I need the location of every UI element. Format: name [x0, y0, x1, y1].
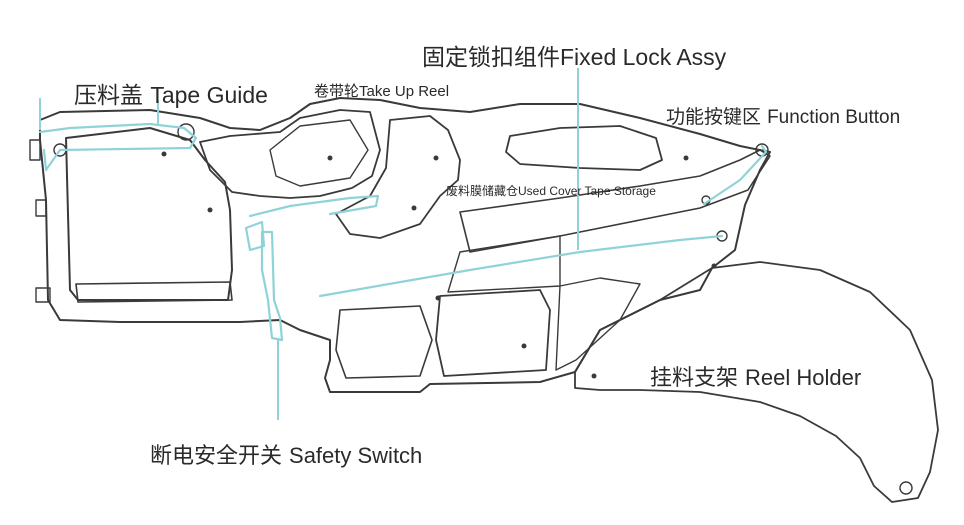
take-up-reel-highlight — [248, 194, 380, 218]
label-safety-switch-zh: 断电安全开关 — [150, 444, 283, 469]
safety-switch-highlight — [260, 230, 284, 342]
right-rail — [459, 149, 771, 253]
feeder-body-outline — [39, 97, 771, 393]
label-fixed-lock-assy-en: Fixed Lock Assy — [560, 44, 727, 70]
label-function-button: 功能按键区 Function Button — [666, 102, 900, 129]
function-button-highlight — [702, 144, 768, 206]
label-used-cover-tape-storage: 废料膜储藏仓Used Cover Tape Storage — [446, 182, 656, 199]
label-take-up-reel: 卷带轮Take Up Reel — [314, 80, 449, 101]
label-reel-holder-zh: 挂料支架 — [650, 366, 739, 391]
label-used-cover-tape-storage-zh: 废料膜储藏仓 — [446, 184, 519, 198]
label-take-up-reel-zh: 卷带轮 — [314, 82, 360, 100]
label-fixed-lock-assy: 固定锁扣组件Fixed Lock Assy — [422, 38, 726, 72]
fixed-lock-window — [505, 125, 663, 171]
label-take-up-reel-en: Take Up Reel — [359, 83, 450, 100]
label-tape-guide-en: Tape Guide — [150, 82, 268, 108]
left-housing — [65, 127, 233, 301]
reel-holder-outline — [574, 261, 939, 503]
central-cavity — [335, 115, 461, 239]
label-reel-holder: 挂料支架 Reel Holder — [650, 360, 861, 392]
label-safety-switch-en: Safety Switch — [289, 443, 423, 468]
label-used-cover-tape-storage-en: Used Cover Tape Storage — [518, 184, 656, 198]
label-fixed-lock-assy-zh: 固定锁扣组件 — [422, 45, 560, 71]
take-up-reel-cavity — [199, 109, 381, 199]
label-function-button-zh: 功能按键区 — [666, 106, 762, 128]
feed-tape-line — [318, 234, 724, 298]
label-tape-guide-zh: 压料盖 — [74, 83, 143, 109]
tape-guide-highlight — [38, 122, 198, 172]
label-safety-switch: 断电安全开关 Safety Switch — [150, 438, 422, 470]
label-function-button-en: Function Button — [767, 107, 901, 128]
used-cover-tape-storage-box — [435, 289, 551, 377]
label-tape-guide: 压料盖 Tape Guide — [74, 76, 268, 110]
label-reel-holder-en: Reel Holder — [745, 365, 862, 390]
